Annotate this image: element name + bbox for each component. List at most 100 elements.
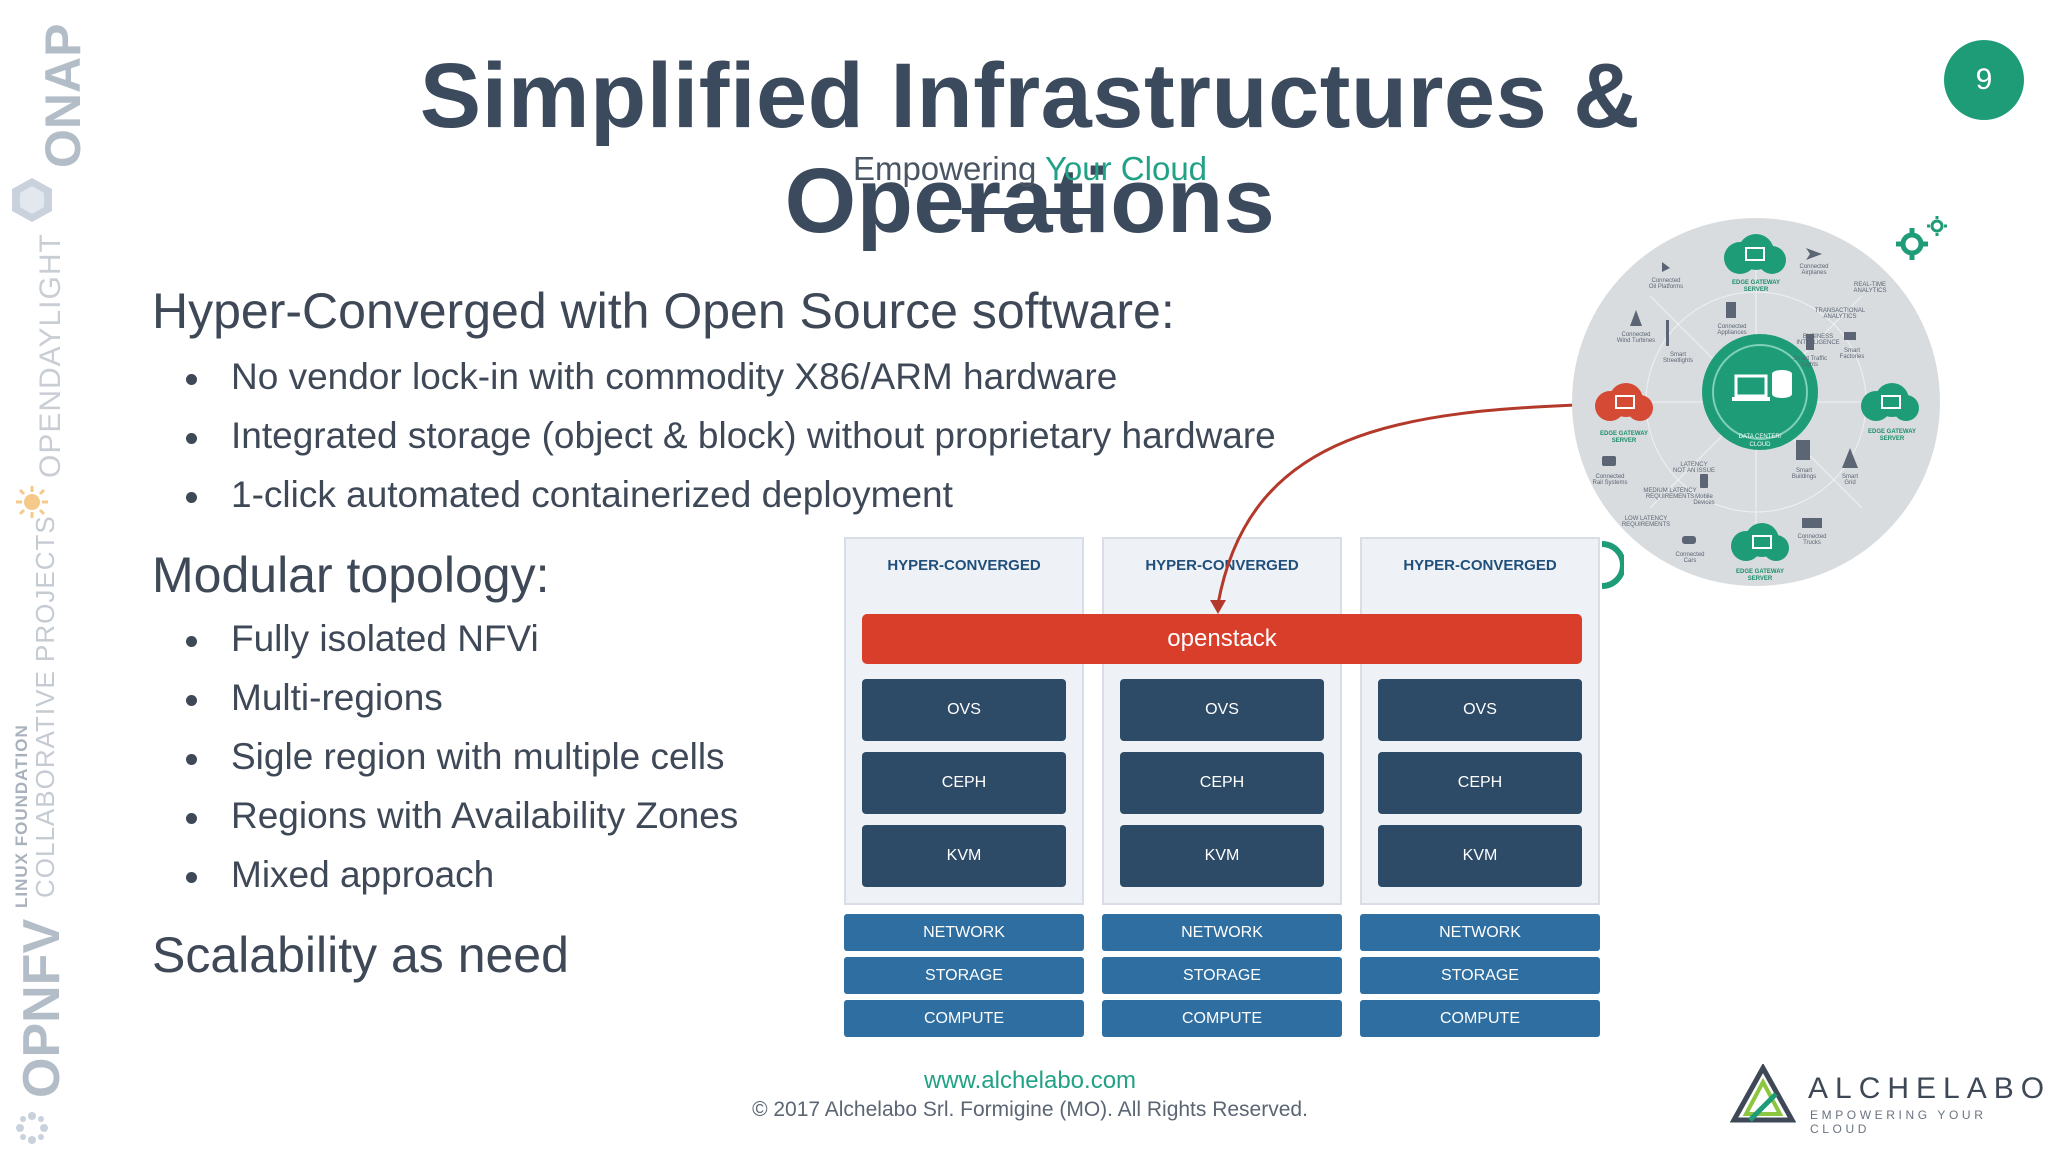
alchelabo-logo-text: ALCHELABO <box>1808 1072 2048 1105</box>
gear-icon <box>1896 216 1947 260</box>
infra-network: NETWORK <box>1360 914 1600 951</box>
subtitle-prefix: Empowering <box>852 150 1045 187</box>
wind-turbine-icon <box>1630 310 1642 326</box>
openstack-bar: openstack <box>862 614 1582 664</box>
footer-website-link[interactable]: www.alchelabo.com <box>923 1067 1137 1094</box>
svg-text:TRANSACTIONAL: TRANSACTIONAL <box>1815 308 1866 314</box>
layer-kvm: KVM <box>1378 825 1582 887</box>
svg-text:SERVER: SERVER <box>1880 436 1905 442</box>
svg-text:NOT AN ISSUE: NOT AN ISSUE <box>1673 468 1715 474</box>
gear-fragment-icon <box>1601 541 1624 589</box>
traffic-light-icon <box>1806 334 1814 350</box>
svg-text:EDGE GATEWAY: EDGE GATEWAY <box>1868 429 1916 435</box>
onap-logo-text: ONAP <box>35 23 91 168</box>
svg-text:REAL-TIME: REAL-TIME <box>1854 282 1886 288</box>
column-label: HYPER-CONVERGED <box>887 557 1041 574</box>
svg-text:Smart: Smart <box>1844 348 1860 354</box>
edge-server-top: EDGE GATEWAY SERVER <box>1724 234 1786 293</box>
iot-edge-cloud-graphic: DATA CENTER/ CLOUD EDGE GATEWAY SERVER E… <box>1572 218 1940 586</box>
datacenter-label-2: CLOUD <box>1749 442 1771 448</box>
page-number-badge: 9 <box>1944 40 2024 120</box>
svg-text:REQUIREMENTS: REQUIREMENTS <box>1622 522 1670 528</box>
bullet-text: 1-click automated containerized deployme… <box>231 474 953 515</box>
alchelabo-logo-icon <box>1730 1064 1796 1123</box>
svg-text:BUSINESS: BUSINESS <box>1803 334 1833 340</box>
bullet-dot <box>186 695 197 706</box>
bullet-text: Integrated storage (object & block) with… <box>231 415 1276 456</box>
bullet-text: Multi-regions <box>231 677 443 718</box>
svg-text:Wind Turbines: Wind Turbines <box>1617 338 1655 344</box>
edge-server-right: EDGE GATEWAY SERVER <box>1861 383 1919 442</box>
infra-compute: COMPUTE <box>844 1000 1084 1037</box>
layer-ceph: CEPH <box>1120 752 1324 814</box>
iot-device-icons <box>1602 248 1858 544</box>
truck-icon <box>1802 518 1822 528</box>
svg-text:EDGE GATEWAY: EDGE GATEWAY <box>1736 569 1784 575</box>
svg-text:Lights: Lights <box>1802 362 1818 368</box>
streetlight-icon <box>1666 320 1669 346</box>
title-underline <box>962 208 1094 214</box>
airplane-icon <box>1806 248 1822 260</box>
opnfv-flower-icon <box>16 1112 48 1144</box>
iot-labels: Connected Oil Platforms Connected Airpla… <box>1592 264 1886 564</box>
laptop-icon <box>1734 374 1768 398</box>
svg-text:Grid: Grid <box>1844 480 1855 486</box>
bullet-dot <box>186 433 197 444</box>
section-heading-modular: Modular topology: <box>152 547 550 603</box>
layer-ceph: CEPH <box>1378 752 1582 814</box>
layer-ovs: OVS <box>862 679 1066 741</box>
bullet-dot <box>186 754 197 765</box>
svg-text:Mobile: Mobile <box>1695 494 1713 500</box>
svg-text:Streetlights: Streetlights <box>1663 358 1693 364</box>
factory-icon <box>1844 332 1856 340</box>
section-heading-hyperconverged: Hyper-Converged with Open Source softwar… <box>152 283 1175 339</box>
infra-compute: COMPUTE <box>1102 1000 1342 1037</box>
svg-text:ANALYTICS: ANALYTICS <box>1824 314 1857 320</box>
slide-subtitle: Empowering Your Cloud <box>830 150 1230 188</box>
svg-text:Devices: Devices <box>1693 500 1714 506</box>
datacenter-circle <box>1702 334 1818 450</box>
column-label: HYPER-CONVERGED <box>1145 557 1299 574</box>
layer-ceph: CEPH <box>862 752 1066 814</box>
svg-text:EDGE GATEWAY: EDGE GATEWAY <box>1600 431 1648 437</box>
infra-network: NETWORK <box>844 914 1084 951</box>
database-icon <box>1772 370 1792 398</box>
opnfv-logo-text: OPNFV <box>13 918 71 1098</box>
opendaylight-sun-icon <box>16 486 48 518</box>
linux-foundation-text: LINUX FOUNDATION <box>12 724 31 908</box>
bullet-text: Mixed approach <box>231 854 495 895</box>
bullet-dot <box>186 813 197 824</box>
infra-compute: COMPUTE <box>1360 1000 1600 1037</box>
svg-text:Oil Platforms: Oil Platforms <box>1649 284 1683 290</box>
svg-text:SERVER: SERVER <box>1612 438 1637 444</box>
svg-text:EDGE GATEWAY: EDGE GATEWAY <box>1732 280 1780 286</box>
svg-text:LOW LATENCY: LOW LATENCY <box>1625 516 1668 522</box>
oil-platform-icon <box>1662 262 1670 272</box>
svg-text:Connected: Connected <box>1797 534 1826 540</box>
rail-icon <box>1602 456 1616 466</box>
svg-text:Connected: Connected <box>1675 552 1704 558</box>
bullet-dot <box>186 492 197 503</box>
svg-text:Factories: Factories <box>1840 354 1865 360</box>
datacenter-label-1: DATA CENTER/ <box>1739 434 1782 440</box>
edge-server-left-alert: EDGE GATEWAY SERVER <box>1595 383 1653 444</box>
layer-ovs: OVS <box>1120 679 1324 741</box>
svg-text:Smart: Smart <box>1796 468 1812 474</box>
slide-title: Simplified Infrastructures & Operations <box>419 45 1641 252</box>
infra-storage: STORAGE <box>1102 957 1342 994</box>
layer-kvm: KVM <box>862 825 1066 887</box>
svg-text:LATENCY: LATENCY <box>1680 462 1707 468</box>
collaborative-projects-text: COLLABORATIVE PROJECTS <box>30 515 60 898</box>
section-heading-scalability: Scalability as need <box>152 927 569 983</box>
building-icon <box>1796 440 1810 460</box>
subtitle-accent: Your Cloud <box>1044 150 1208 187</box>
bullet-text: Sigle region with multiple cells <box>231 736 725 777</box>
svg-text:SERVER: SERVER <box>1748 576 1773 582</box>
svg-text:SERVER: SERVER <box>1744 287 1769 293</box>
svg-text:Connected: Connected <box>1717 324 1746 330</box>
bullet-dot <box>186 636 197 647</box>
bullet-text: No vendor lock-in with commodity X86/ARM… <box>231 356 1118 397</box>
alchelabo-tagline: EMPOWERING YOUR CLOUD <box>1810 1108 1987 1136</box>
bullet-dot <box>186 872 197 883</box>
opendaylight-logo-text: OPENDAYLIGHT <box>34 233 67 478</box>
